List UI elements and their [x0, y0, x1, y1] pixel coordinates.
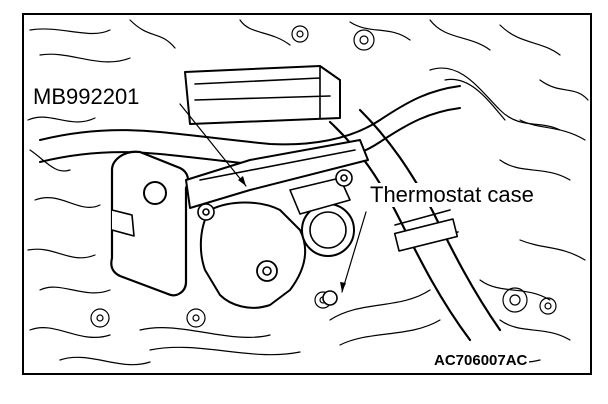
leader-lines [179, 103, 367, 293]
leader-arrowheads [238, 176, 346, 292]
thermostat-case-housing [197, 169, 355, 309]
special-tool-mb992201 [110, 139, 369, 297]
background-detail [27, 19, 589, 366]
figure-code: AC706007AC [432, 352, 530, 369]
callout-tool-label: MB992201 [31, 84, 142, 109]
callout-thermostat-case-label: Thermostat case [368, 182, 536, 207]
upper-component [184, 65, 341, 125]
